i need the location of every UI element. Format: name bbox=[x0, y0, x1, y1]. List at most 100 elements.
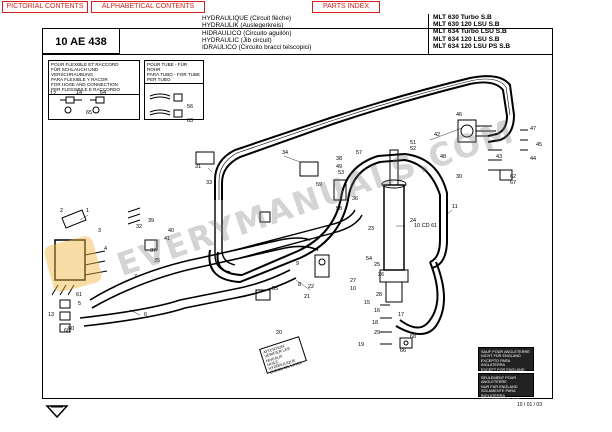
callout-46: 46 bbox=[456, 112, 462, 118]
callout-68: 68 bbox=[410, 334, 416, 340]
callout-22: 22 bbox=[308, 284, 314, 290]
legend-tube-head: POUR TUBE - FÜR ROHR PARA TUBO - FOR TUB… bbox=[145, 61, 203, 85]
callout-33: 33 bbox=[206, 180, 212, 186]
callout-47: 47 bbox=[530, 126, 536, 132]
callout-10: 10 bbox=[350, 286, 356, 292]
callout-60: 60 bbox=[64, 328, 70, 334]
callout-64: 64 bbox=[100, 90, 106, 96]
callout-57: 57 bbox=[356, 150, 362, 156]
note-line: SOLAMENTE PARA INGLATERRA bbox=[481, 389, 516, 398]
callout-43: 43 bbox=[496, 154, 502, 160]
legend-line: POUR TUBE - FÜR ROHR bbox=[147, 62, 188, 73]
callout-15: 15 bbox=[364, 300, 370, 306]
callout-44: 44 bbox=[530, 156, 536, 162]
callout-52: 52 bbox=[410, 146, 416, 152]
callout-67: 67 bbox=[510, 180, 516, 186]
callout-36: 36 bbox=[352, 196, 358, 202]
header-divider bbox=[42, 54, 553, 55]
note-line: SEULEMENT POUR ANGLETERRE bbox=[481, 376, 517, 385]
callout-7: 7 bbox=[134, 274, 137, 280]
callout-4: 4 bbox=[104, 246, 107, 252]
england-only-box: SEULEMENT POUR ANGLETERRE NUR FÜR ENGLAN… bbox=[478, 373, 534, 411]
callout-56: 56 bbox=[187, 104, 193, 110]
callout-14: 14 bbox=[76, 90, 82, 96]
callout-59: 59 bbox=[316, 182, 322, 188]
callout-50: 50 bbox=[68, 326, 74, 332]
callout-54: 54 bbox=[366, 256, 372, 262]
model-item: MLT 630 120 LSU S.B bbox=[433, 21, 500, 29]
previous-page-arrow-icon[interactable] bbox=[45, 404, 69, 420]
model-list: MLT 630 Turbo S.B MLT 630 120 LSU S.B ML… bbox=[428, 14, 538, 54]
note-line: NUR FÜR ENGLAND bbox=[481, 384, 518, 389]
callout-25: 25 bbox=[374, 262, 380, 268]
callout-1: 1 bbox=[86, 208, 89, 214]
callout-41: 41 bbox=[164, 236, 170, 242]
callout-27: 27 bbox=[350, 278, 356, 284]
callout-63: 63 bbox=[187, 118, 193, 124]
callout-19: 19 bbox=[358, 342, 364, 348]
callout-17: 17 bbox=[398, 312, 404, 318]
drawing-date: 10 / 01 / 03 bbox=[516, 402, 542, 408]
callout-55: 55 bbox=[272, 286, 278, 292]
note-line: NICHT FÜR ENGLAND bbox=[481, 354, 521, 359]
tab-pictorial-contents[interactable]: PICTORIAL CONTENTS bbox=[2, 1, 88, 13]
callout-66: 66 bbox=[400, 348, 406, 354]
model-item: MLT 634 Turbo LSU S.B bbox=[433, 28, 507, 36]
callout-21: 21 bbox=[304, 294, 310, 300]
callout-23: 23 bbox=[368, 226, 374, 232]
callout-20: 20 bbox=[276, 330, 282, 336]
callout-9: 9 bbox=[296, 261, 299, 267]
callout-11: 11 bbox=[452, 204, 458, 210]
callout-18: 18 bbox=[372, 320, 378, 326]
callout-37: 37 bbox=[150, 248, 156, 254]
callout-42: 42 bbox=[434, 132, 440, 138]
legend-flexible: POUR FLEXIBLE ET RACCORD FÜR SCHLAUCH UN… bbox=[48, 60, 140, 120]
note-line: EXCEPT FOR ENGLAND bbox=[481, 367, 525, 372]
callout-16: 16 bbox=[374, 308, 380, 314]
legend-line: FOR HOSE AND CONNECTION bbox=[51, 82, 118, 88]
title-de: HYDRAULIK (Auslegerkreis) bbox=[202, 22, 284, 30]
callout-3: 3 bbox=[98, 228, 101, 234]
section-titles: HYDRAULIQUE (Circuit flèche) HYDRAULIK (… bbox=[202, 15, 311, 51]
callout-49: 49 bbox=[336, 164, 342, 170]
callout-58: 58 bbox=[336, 206, 342, 212]
note-line: SOLAMENTO PER INGHILTERRA bbox=[481, 402, 514, 411]
tab-parts-index[interactable]: PARTS INDEX bbox=[312, 1, 380, 13]
callout-8: 8 bbox=[298, 282, 301, 288]
note-line: EXCEPTO PARA INGLATERRA bbox=[481, 358, 510, 368]
title-fr: HYDRAULIQUE (Circuit flèche) bbox=[202, 15, 292, 22]
callout-2: 2 bbox=[60, 208, 63, 214]
callout-24: 24 bbox=[410, 218, 416, 224]
callout-34: 34 bbox=[282, 150, 288, 156]
callout-26: 26 bbox=[378, 272, 384, 278]
callout-48: 48 bbox=[440, 154, 446, 160]
drawing-sheet bbox=[42, 28, 553, 399]
tab-alphabetical-contents[interactable]: ALPHABETICAL CONTENTS bbox=[91, 1, 205, 13]
legend-line: PER FLESSIBILE E RACCORDO bbox=[51, 87, 120, 93]
callout-29: 29 bbox=[374, 330, 380, 336]
callout-35: 35 bbox=[154, 258, 160, 264]
title-en: HYDRAULIC (Jib circuit) bbox=[202, 36, 272, 44]
cylinder-reference: 10 CD 61 bbox=[414, 223, 437, 229]
reference-code: 10 AE 438 bbox=[42, 28, 120, 54]
note-line: SAUF POUR ANGLETERRE bbox=[481, 350, 530, 354]
callout-6: 6 bbox=[144, 312, 147, 318]
callout-5: 5 bbox=[78, 301, 81, 307]
callout-38: 38 bbox=[336, 156, 342, 162]
callout-39: 39 bbox=[148, 218, 154, 224]
model-item: MLT 634 120 LSU PS S.B bbox=[433, 42, 511, 50]
callout-61: 61 bbox=[76, 292, 82, 298]
title-it: IDRAULICO (Circuito bracci telscopici) bbox=[202, 44, 312, 52]
callout-12: 12 bbox=[50, 91, 56, 97]
callout-40: 40 bbox=[168, 228, 174, 234]
legend-line: PER TUBO bbox=[147, 77, 171, 83]
legend-line: FÜR SCHLAUCH UND VERSCHRAUBUNG bbox=[51, 67, 99, 78]
callout-32: 32 bbox=[136, 224, 142, 230]
callout-65: 65 bbox=[86, 110, 92, 116]
callout-51: 51 bbox=[410, 140, 416, 146]
legend-flexible-head: POUR FLEXIBLE ET RACCORD FÜR SCHLAUCH UN… bbox=[49, 61, 139, 95]
note-line: ONLY FOR ENGLAND bbox=[481, 398, 520, 403]
callout-45: 45 bbox=[536, 142, 542, 148]
callout-62: 62 bbox=[510, 174, 516, 180]
callout-30: 30 bbox=[456, 174, 462, 180]
